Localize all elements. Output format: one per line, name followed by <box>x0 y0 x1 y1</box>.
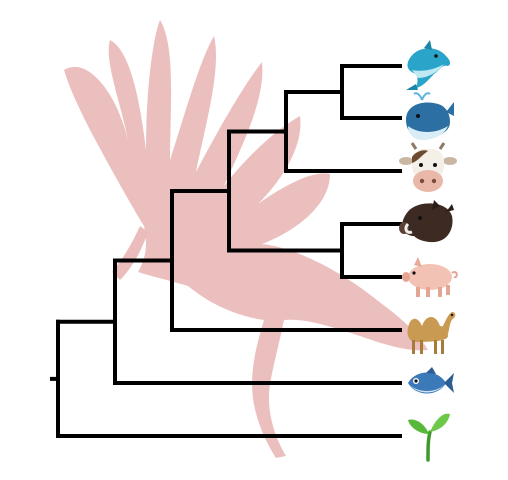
whale-icon <box>406 92 454 140</box>
dolphin-icon <box>406 40 451 90</box>
tree-branches <box>50 64 402 438</box>
boar-icon <box>399 200 454 243</box>
seedling-icon <box>408 413 450 462</box>
cow-face-icon <box>399 142 457 192</box>
fish-icon <box>408 367 454 394</box>
camel-icon <box>407 312 456 354</box>
leaf-icons <box>399 40 458 462</box>
pig-icon <box>402 257 458 297</box>
flamingo-silhouette-icon <box>64 20 428 458</box>
